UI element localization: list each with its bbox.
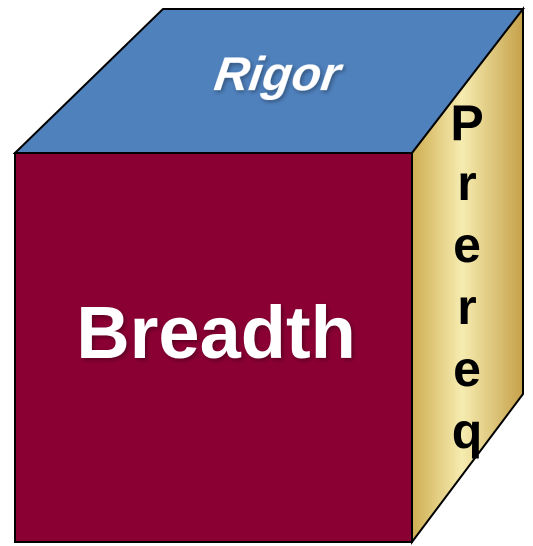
side-letter-5: e	[453, 341, 481, 397]
front-face-label: Breadth	[76, 291, 356, 374]
side-letter-3: e	[453, 217, 481, 273]
side-letter-2: r	[457, 155, 476, 211]
top-face-label: Rigor	[211, 47, 346, 101]
side-letter-1: P	[450, 95, 483, 151]
side-letter-6: q	[452, 403, 483, 459]
side-letter-4: r	[457, 279, 476, 335]
